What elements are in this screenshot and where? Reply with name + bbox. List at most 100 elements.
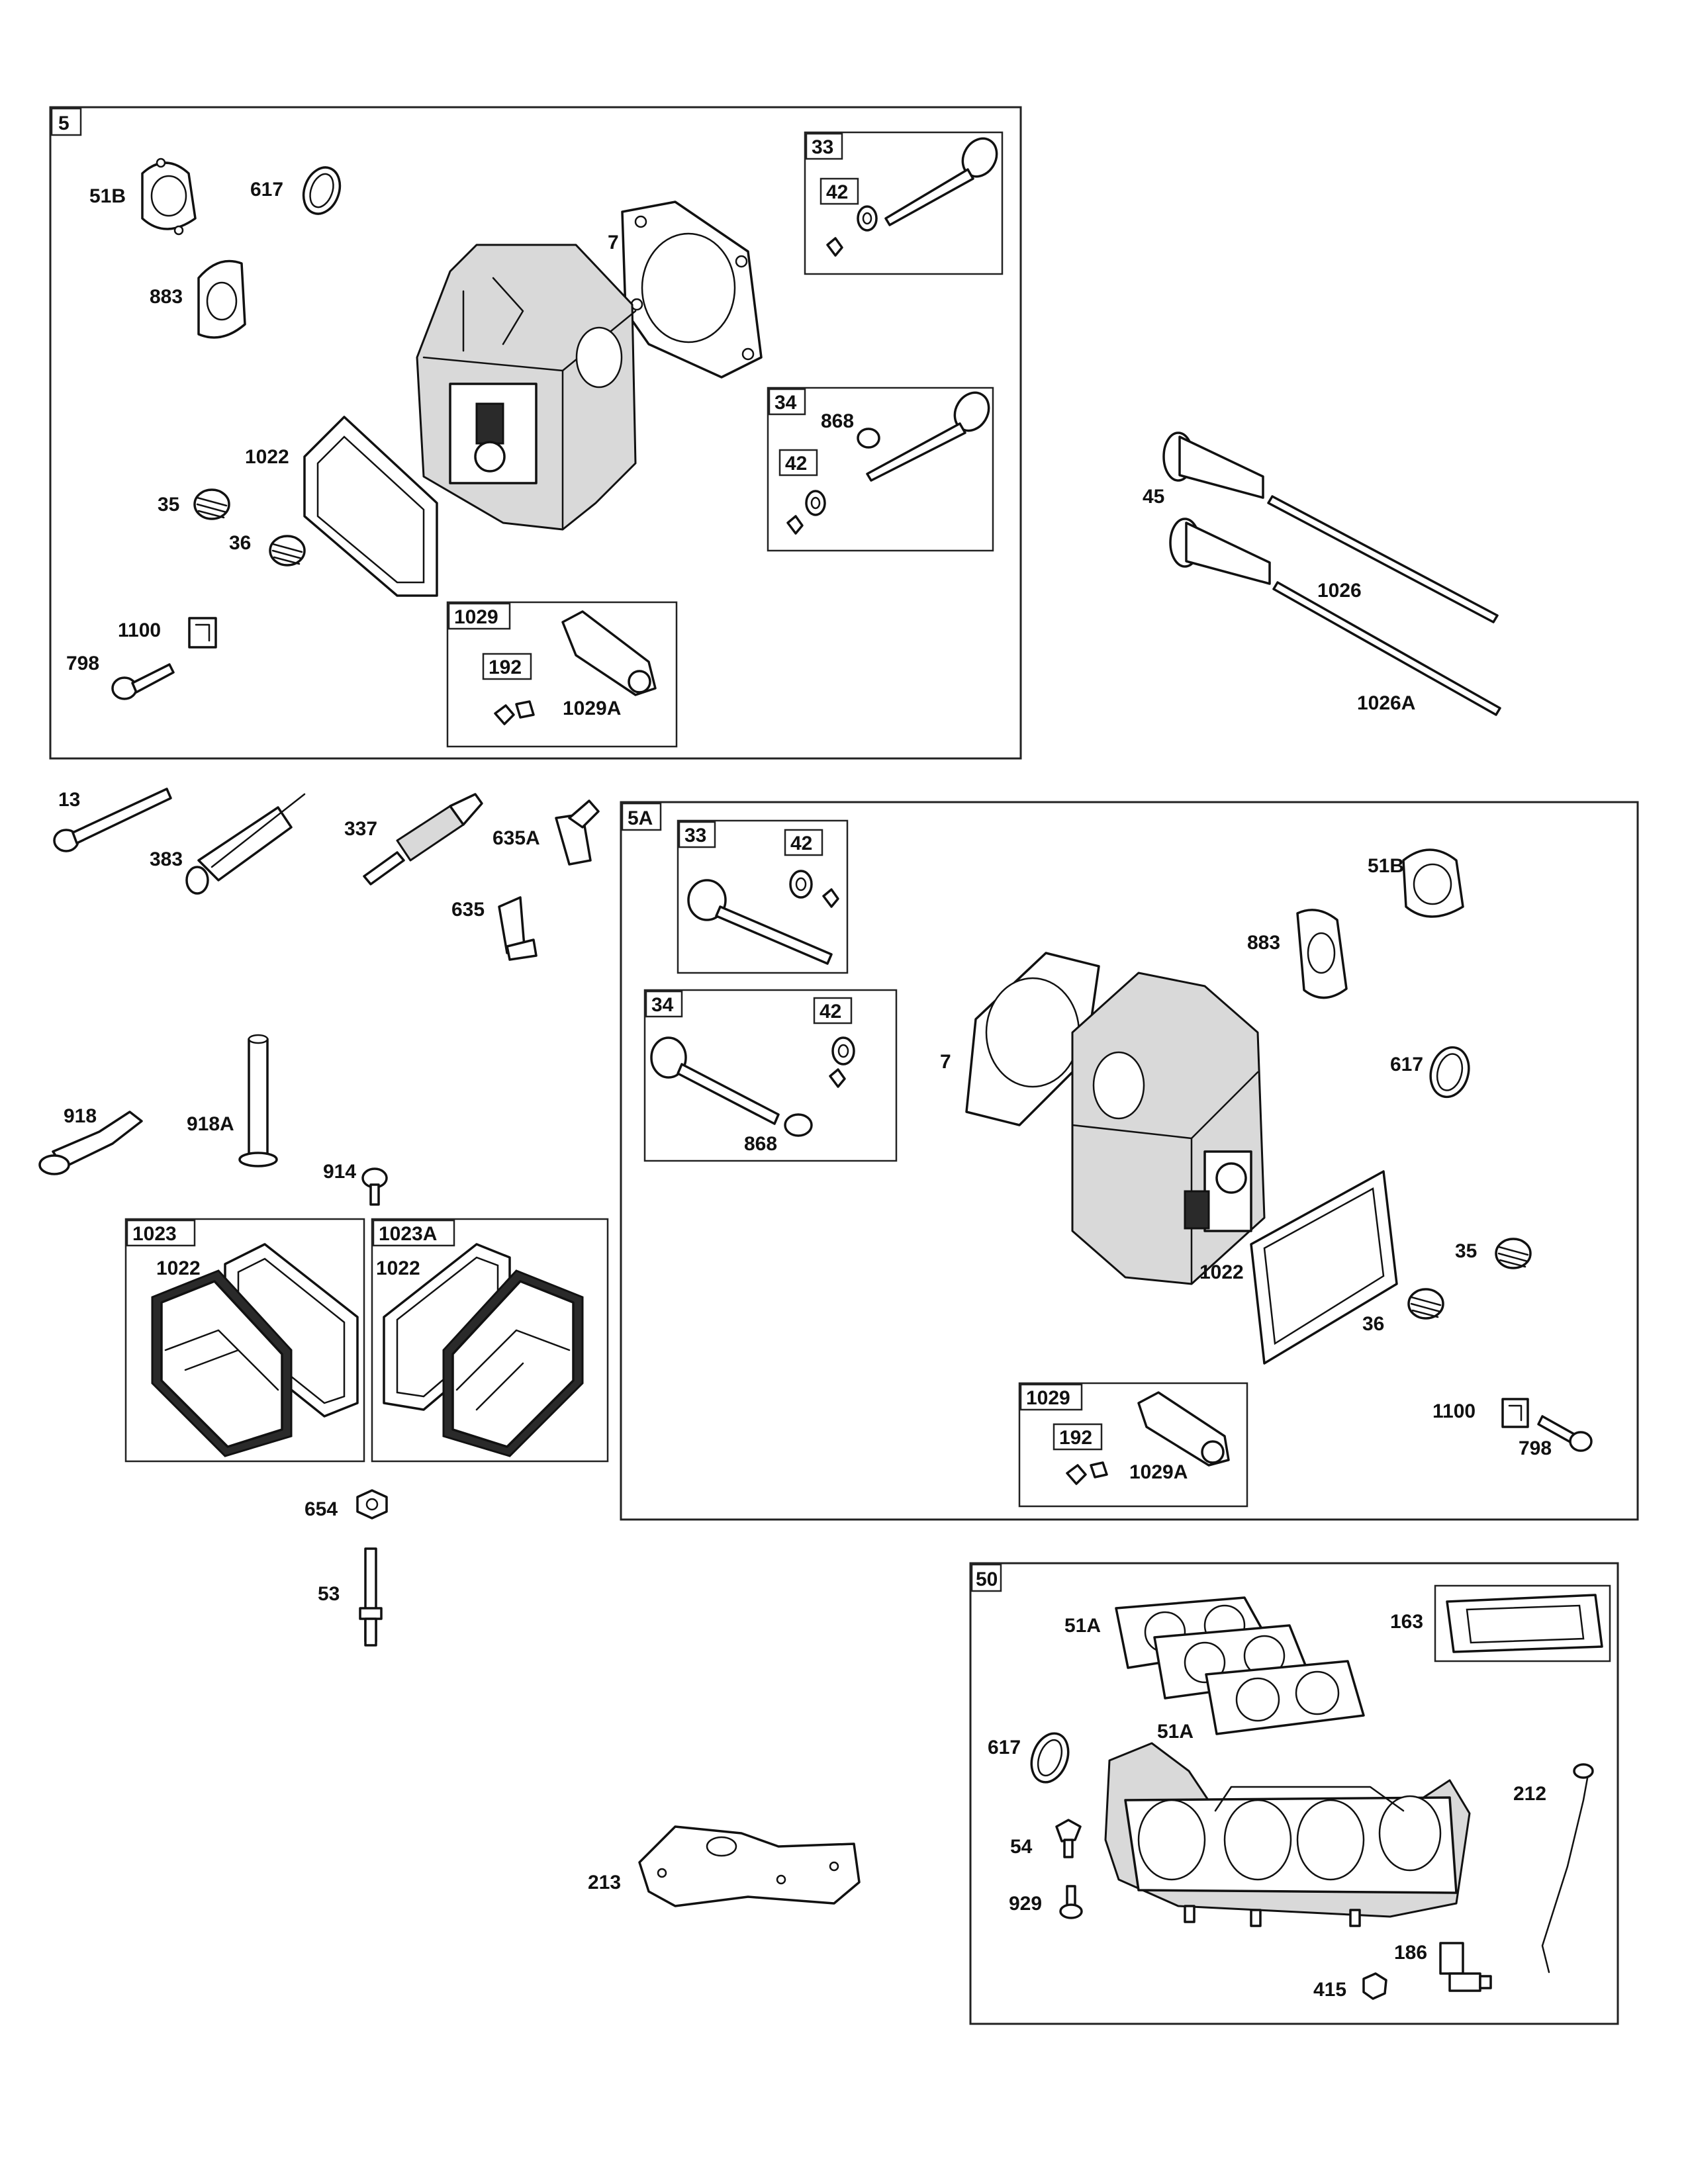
- callout-1026: 1026: [1317, 580, 1362, 602]
- part-7-head-gasket: [621, 201, 763, 379]
- part-cylinder-head: [416, 244, 637, 531]
- callout-53: 53: [318, 1583, 340, 1605]
- part-valve-cover-b: [442, 1269, 584, 1457]
- callout-1022-b: 1022: [156, 1257, 201, 1279]
- group-1023A: 1023A 1022: [371, 1218, 609, 1463]
- group-label-192-b: 192: [1059, 1427, 1092, 1449]
- callout-415: 415: [1313, 1979, 1346, 2001]
- part-1022-gasket-b: [1250, 1170, 1398, 1365]
- part-51A-gaskets: [1115, 1596, 1365, 1735]
- group-label-1029: 1029: [454, 606, 498, 628]
- callout-13: 13: [58, 789, 80, 811]
- part-798-bolt-b: [1537, 1415, 1593, 1452]
- part-36-spring: [269, 535, 306, 567]
- part-918-tube: [38, 1111, 143, 1175]
- part-intake-manifold: [1104, 1742, 1471, 1927]
- part-654-nut: [356, 1489, 388, 1520]
- part-cylinder-head-b: [1071, 972, 1266, 1285]
- callout-798: 798: [66, 653, 99, 674]
- callout-868: 868: [821, 410, 854, 432]
- part-918A-dipstick-tube: [238, 1034, 278, 1167]
- callout-51B-b: 51B: [1368, 855, 1404, 877]
- callout-45: 45: [1143, 486, 1164, 508]
- callout-654: 654: [305, 1498, 338, 1520]
- group-label-33-b: 33: [684, 825, 706, 846]
- part-54-screw: [1055, 1819, 1082, 1858]
- part-186-fitting: [1439, 1942, 1492, 1992]
- callout-35-b: 35: [1455, 1240, 1477, 1262]
- part-415-nut: [1362, 1972, 1387, 2000]
- callout-383: 383: [150, 848, 183, 870]
- callout-36: 36: [229, 532, 251, 554]
- callout-918A: 918A: [187, 1113, 234, 1135]
- part-35-spring: [193, 488, 230, 520]
- callout-51A: 51A: [1064, 1615, 1101, 1637]
- part-1100-clip: [188, 617, 217, 649]
- group-label-5A: 5A: [628, 807, 653, 829]
- callout-929: 929: [1009, 1893, 1042, 1915]
- callout-35: 35: [158, 494, 179, 516]
- group-label-34-b: 34: [651, 994, 674, 1016]
- callout-1100: 1100: [118, 619, 161, 641]
- part-1029A-rocker-arm-b: [1066, 1391, 1230, 1485]
- part-13-bolt: [53, 788, 172, 852]
- callout-617: 617: [250, 179, 283, 201]
- group-label-1029-b: 1029: [1026, 1387, 1070, 1409]
- callout-883-b: 883: [1247, 932, 1280, 954]
- callout-635: 635: [451, 899, 485, 921]
- part-1026-pushrod: [1267, 495, 1499, 623]
- callout-163: 163: [1390, 1611, 1423, 1633]
- callout-7-b: 7: [940, 1051, 951, 1073]
- part-163-gasket: [1434, 1584, 1611, 1662]
- part-798-bolt: [111, 663, 175, 700]
- group-label-5: 5: [58, 113, 70, 134]
- callout-868-b: 868: [744, 1133, 777, 1155]
- callout-1100-b: 1100: [1432, 1400, 1476, 1422]
- part-36-spring-b: [1407, 1288, 1444, 1320]
- part-883-gasket-b: [1296, 909, 1348, 999]
- callout-212: 212: [1513, 1783, 1546, 1805]
- part-337-spark-plug: [363, 793, 483, 886]
- part-635A-boot: [555, 799, 600, 866]
- callout-1026A: 1026A: [1357, 692, 1415, 714]
- part-valve-cover: [151, 1269, 293, 1457]
- part-212-line: [1541, 1763, 1594, 1974]
- group-label-50: 50: [976, 1569, 998, 1590]
- part-45-tappets: [1162, 432, 1271, 585]
- part-883-gasket: [197, 259, 246, 339]
- group-label-42-b: 42: [785, 453, 807, 475]
- group-label-34: 34: [774, 392, 797, 414]
- part-53-stud: [359, 1547, 383, 1647]
- group-label-42-d: 42: [820, 1001, 841, 1023]
- callout-883: 883: [150, 286, 183, 308]
- callout-186: 186: [1394, 1942, 1427, 1964]
- callout-51B: 51B: [89, 185, 126, 207]
- callout-1022: 1022: [245, 446, 289, 468]
- group-label-42-c: 42: [790, 833, 812, 854]
- part-51B-gasket: [141, 158, 197, 236]
- part-34-valve-b: [650, 1036, 855, 1137]
- callout-337: 337: [344, 818, 377, 840]
- group-label-33: 33: [812, 136, 833, 158]
- part-914-screw: [361, 1167, 388, 1206]
- group-50: 50 51A 51A 163 617: [969, 1562, 1619, 2025]
- callout-1029A-b: 1029A: [1129, 1461, 1188, 1483]
- part-1100-clip-b: [1501, 1398, 1529, 1428]
- group-label-42: 42: [826, 181, 848, 203]
- part-33-valve-b: [687, 870, 839, 965]
- part-635-boot: [498, 896, 538, 961]
- callout-213: 213: [588, 1872, 621, 1893]
- callout-617-b: 617: [1390, 1054, 1423, 1075]
- callout-54: 54: [1010, 1836, 1033, 1858]
- part-213-bracket: [638, 1825, 861, 1907]
- callout-7: 7: [608, 232, 619, 253]
- callout-635A: 635A: [492, 827, 540, 849]
- part-1026A-pushrod: [1272, 581, 1501, 716]
- group-label-192: 192: [489, 657, 522, 678]
- group-5A: 5A 33 42 34 42 868: [620, 801, 1639, 1521]
- part-34-exhaust-valve: [786, 391, 990, 535]
- callout-914: 914: [323, 1161, 356, 1183]
- callout-617-c: 617: [988, 1737, 1021, 1758]
